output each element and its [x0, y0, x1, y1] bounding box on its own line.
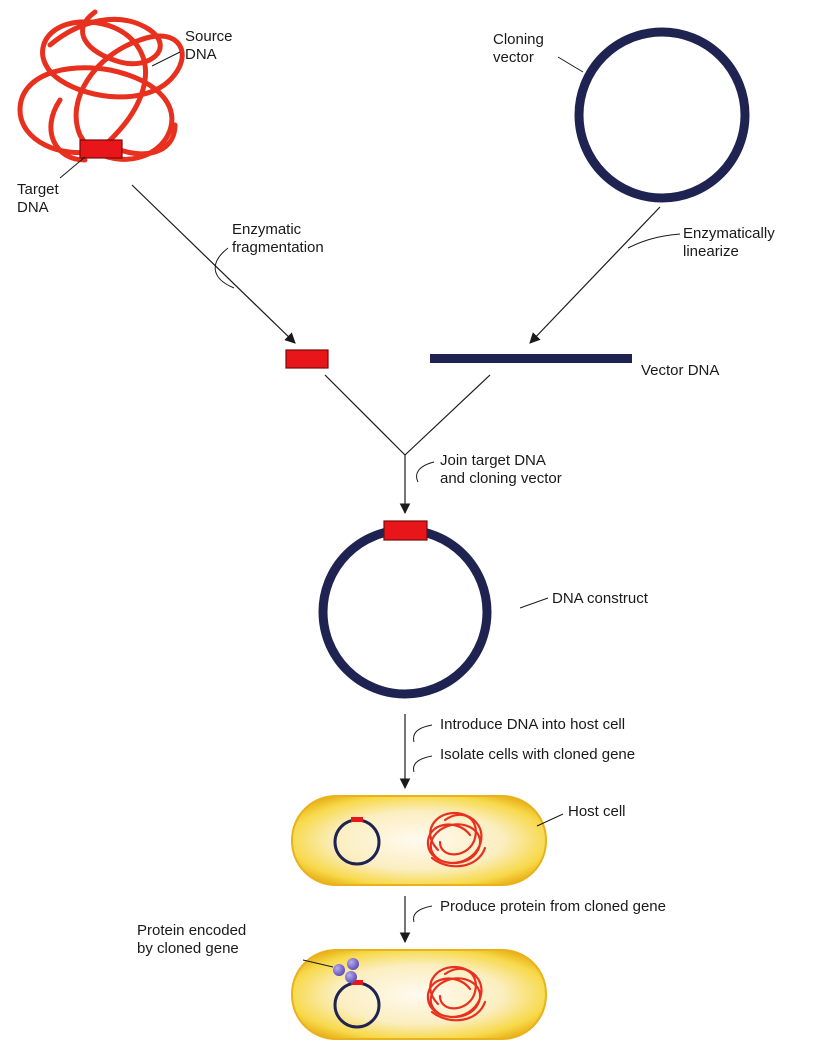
linearize-arrow [529, 206, 661, 344]
cloning-vector-ring [574, 27, 750, 203]
cloning-vector-label: Cloning vector [493, 31, 544, 66]
construct-insert [383, 520, 428, 541]
fragmentation-leader [214, 247, 235, 289]
enzymatically-linearize-label: Enzymatically linearize [683, 225, 775, 260]
protein-molecules [333, 958, 359, 983]
expressing-cell-chromosome [426, 966, 487, 1022]
join-left-line [324, 374, 406, 456]
fragmentation-arrow [131, 184, 296, 344]
source-dna-strand [17, 9, 185, 163]
isolate-leader [413, 755, 433, 773]
expressing-host-cell [291, 949, 547, 1040]
enzymatic-fragmentation-label: Enzymatic fragmentation [232, 221, 324, 256]
protein-molecule [333, 964, 345, 976]
target-dna-segment [79, 139, 123, 159]
vector-dna-label: Vector DNA [641, 362, 720, 379]
host-cell-label: Host cell [568, 803, 626, 820]
target-dna-leader [59, 156, 86, 179]
host-cell-leader [536, 813, 564, 827]
produce-leader [413, 905, 433, 923]
host-cell-chromosome [426, 812, 487, 868]
host-cell-plasmid-insert [351, 817, 363, 822]
linear-vector-dna [430, 354, 632, 363]
dna-construct-ring [318, 525, 492, 699]
target-dna-label: Target DNA [17, 181, 59, 216]
target-dna-fragment [285, 349, 329, 369]
join-right-line [404, 374, 491, 456]
dna-construct-leader [519, 597, 549, 609]
join-leader [416, 461, 435, 483]
protein-molecule [347, 958, 359, 970]
expressing-cell-plasmid-insert [351, 980, 363, 985]
isolate-step-label: Isolate cells with cloned gene [440, 746, 636, 763]
join-step-label: Join target DNA and cloning vector [440, 452, 562, 487]
protein-label: Protein encoded by cloned gene [137, 922, 247, 957]
source-dna-label: Source DNA [185, 28, 233, 63]
produce-step-label: Produce protein from cloned gene [440, 898, 666, 915]
host-cell [291, 795, 547, 886]
introduce-leader [413, 724, 433, 743]
introduce-step-label: Introduce DNA into host cell [440, 716, 626, 733]
protein-leader [302, 959, 334, 968]
cloning-vector-leader [557, 56, 584, 73]
protein-molecule [345, 971, 357, 983]
source-dna-leader [151, 51, 181, 67]
dna-construct-label: DNA construct [552, 590, 648, 607]
linearize-leader [627, 233, 681, 249]
